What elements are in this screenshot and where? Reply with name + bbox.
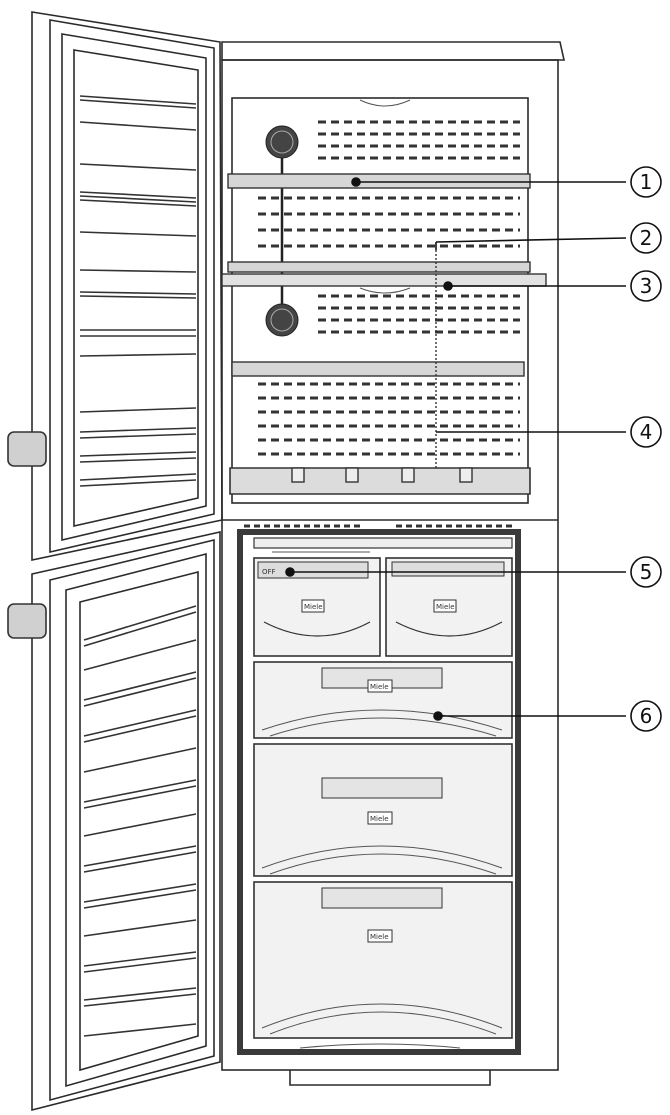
callout-5-label: 5 [640, 560, 653, 584]
large-drawer-2: Miele [253, 743, 513, 877]
callout-3-label: 3 [640, 274, 653, 298]
rear-wall-vents [258, 120, 520, 456]
fan-grille-bottom [265, 303, 299, 337]
shelf-1 [227, 173, 531, 189]
drawer-panel-left-text: OFF [262, 568, 276, 576]
callout-2-label: 2 [640, 226, 653, 250]
cabinet [221, 41, 565, 1086]
freezer-door-handle [7, 603, 47, 639]
logo-drawer-3: Miele [370, 933, 389, 941]
shelf-3 [221, 273, 547, 287]
fridge-compartment [221, 97, 547, 504]
callout-6-label: 6 [640, 704, 653, 728]
shelf-4 [231, 361, 525, 377]
callout-1-label: 1 [640, 170, 653, 194]
freezer-door [7, 531, 221, 1112]
callout-4-label: 4 [640, 420, 653, 444]
fridge-door [7, 11, 223, 561]
callout-6: 6 [630, 700, 662, 732]
callout-2: 2 [630, 222, 662, 254]
freezer-compartment: OFF ----- Miele Miele Miele Miele [237, 529, 521, 1055]
logo-small-left: Miele [304, 603, 323, 611]
logo-small-right: Miele [436, 603, 455, 611]
door-shelves-upper [79, 95, 197, 487]
logo-drawer-2: Miele [370, 815, 389, 823]
large-drawer-1: Miele [253, 661, 513, 739]
leader-lines [285, 177, 627, 721]
callout-1: 1 [630, 166, 662, 198]
callout-3: 3 [630, 270, 662, 302]
fan-grille-top [265, 125, 299, 159]
fridge-door-handle [7, 431, 47, 467]
callout-5: 5 [630, 556, 662, 588]
door-shelves-lower [83, 605, 197, 1037]
logo-drawer-1: Miele [370, 683, 389, 691]
shelf-2 [227, 261, 531, 273]
callout-4: 4 [630, 416, 662, 448]
large-drawer-3: Miele [253, 881, 513, 1039]
bottom-tray [229, 467, 531, 495]
